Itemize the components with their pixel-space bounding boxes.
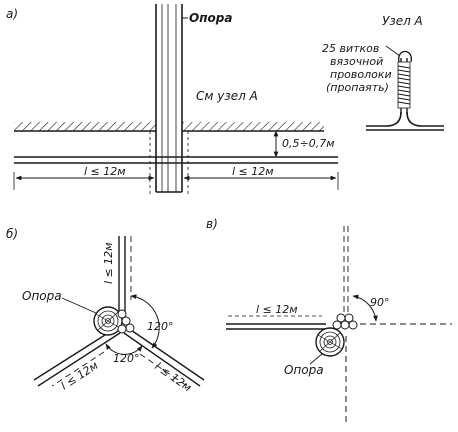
length-left-label: l ≤ 12м xyxy=(84,165,126,178)
ground-conductor xyxy=(14,156,338,164)
pole-label: Опора xyxy=(189,11,232,25)
v-pole-section xyxy=(315,327,345,357)
length-right-label: l ≤ 12м xyxy=(232,165,274,178)
v-angle: 90° xyxy=(370,296,390,309)
depth-dimension xyxy=(270,130,282,158)
panel-a: а) Опора См узел А xyxy=(6,4,339,194)
b-length-left: l ≤ 12м xyxy=(59,359,101,393)
node-a-caption-2: вязочной xyxy=(330,55,383,68)
ground-surface xyxy=(14,122,324,132)
see-node-note: См узел А xyxy=(196,89,258,103)
wire-winding xyxy=(397,61,411,109)
b-angle-1: 120° xyxy=(147,320,174,333)
node-a-caption-3: проволоки xyxy=(330,68,392,81)
panel-v: в) l ≤ 12м 90° xyxy=(206,217,452,424)
pole xyxy=(149,4,189,194)
panel-b: б) l ≤ 12м l ≤ 12м l ≤ 12м xyxy=(6,227,205,394)
b-pole-section xyxy=(93,306,123,336)
v-length: l ≤ 12м xyxy=(256,303,298,316)
panel-b-letter: б) xyxy=(6,227,18,241)
depth-label: 0,5÷0,7м xyxy=(282,137,335,150)
node-a-caption-1: 25 витков xyxy=(322,42,379,55)
b-pole-label: Опора xyxy=(22,289,62,303)
b-length-top: l ≤ 12м xyxy=(102,242,115,284)
node-a-caption-4: (пропаять) xyxy=(326,81,389,94)
panel-a-letter: а) xyxy=(6,7,18,21)
length-dimensions xyxy=(13,172,339,190)
node-a-title: Узел А xyxy=(382,14,423,28)
v-pole-label: Опора xyxy=(284,363,324,377)
node-a-detail: Узел А 25 витков вязочной проволоки (про… xyxy=(322,14,444,131)
b-angle-2: 120° xyxy=(113,352,140,365)
panel-v-letter: в) xyxy=(206,217,218,231)
v-joint xyxy=(332,313,358,330)
